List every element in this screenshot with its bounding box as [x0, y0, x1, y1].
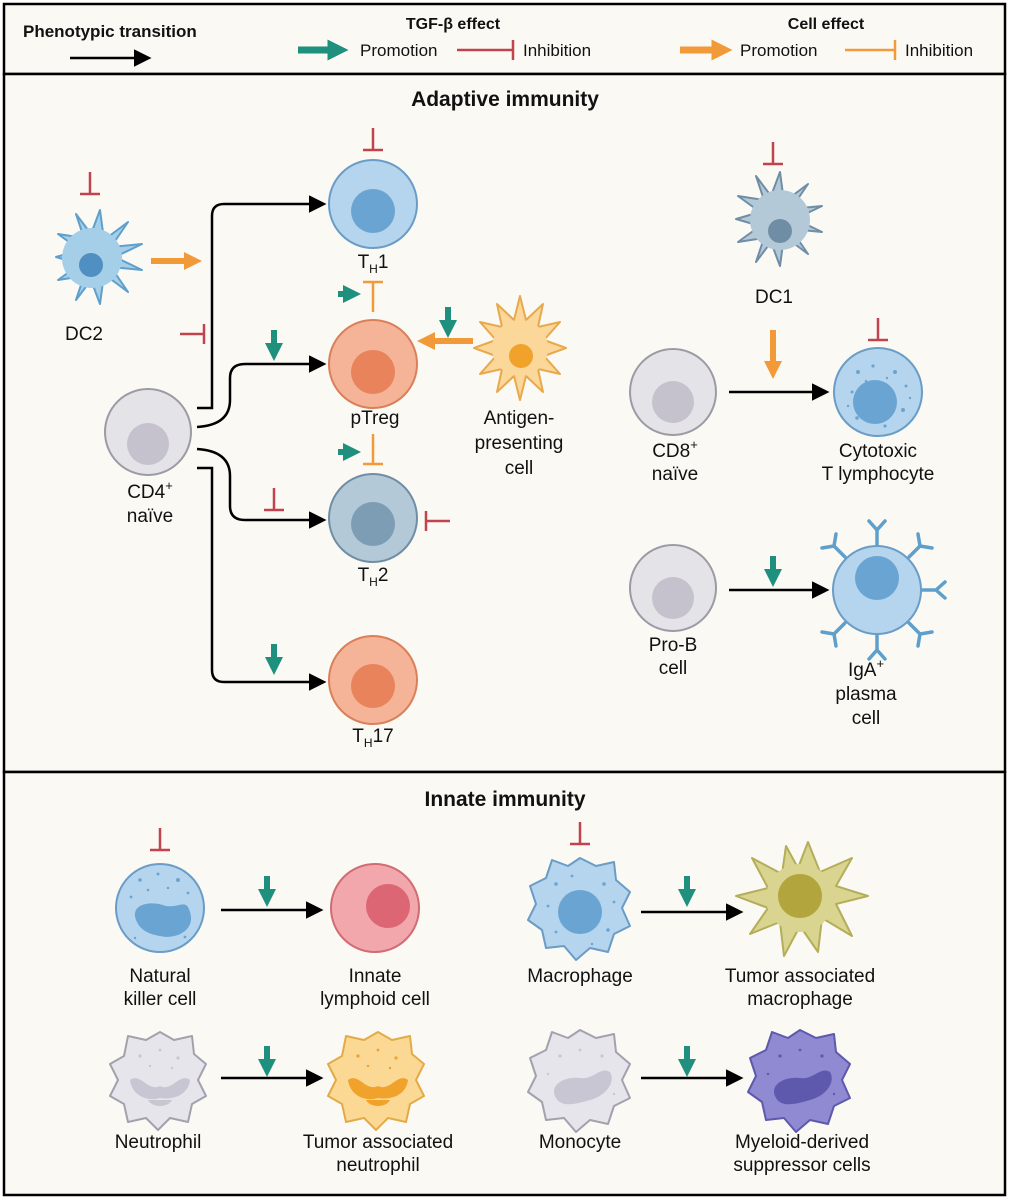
- iga-label-line2: plasma: [835, 684, 897, 705]
- pro-b-cell: [629, 544, 717, 632]
- monocyte-label: Monocyte: [539, 1132, 621, 1153]
- pro-b-label-line2: cell: [659, 658, 688, 679]
- legend-tgf-promotion-label: Promotion: [360, 41, 437, 60]
- apc-cell: [473, 295, 567, 401]
- dc1-label: DC1: [755, 287, 793, 308]
- cd4-to-th17-arrow: [197, 466, 327, 691]
- monocyte-cell: [527, 1029, 631, 1133]
- tan-label-line1: Tumor associated: [303, 1132, 453, 1153]
- legend-phenotypic-label: Phenotypic transition: [23, 22, 197, 41]
- ctl-cell: [833, 347, 923, 437]
- macrophage-cell: [527, 857, 631, 961]
- th17-label: TH17: [352, 726, 393, 750]
- legend: Phenotypic transition TGF-β effect Promo…: [2, 2, 1007, 76]
- legend-cell-promotion-label: Promotion: [740, 41, 817, 60]
- ctl-inhibition-symbol: [868, 318, 888, 342]
- legend-cell-inhibition-label: Inhibition: [905, 41, 973, 60]
- tam-label-line2: macrophage: [747, 989, 853, 1010]
- ctl-label-line1: Cytotoxic: [839, 441, 917, 462]
- dc2-label: DC2: [65, 324, 103, 345]
- cd4-to-ptreg-arrow: [196, 355, 327, 429]
- th17-cell: [328, 635, 418, 725]
- cd4-to-th1-arrow: [197, 195, 327, 410]
- ilc-label-line2: lymphoid cell: [320, 989, 430, 1010]
- th2-label: TH2: [358, 565, 389, 589]
- apc-label-line3: cell: [505, 458, 534, 479]
- pro-b-label-line1: Pro-B: [649, 635, 698, 656]
- dc2-cell: [55, 209, 143, 305]
- th1-label: TH1: [358, 252, 389, 276]
- neutrophil-label: Neutrophil: [115, 1132, 202, 1153]
- ptreg-inhibits-th1-symbol: [363, 280, 383, 312]
- mdsc-label-line1: Myeloid-derived: [735, 1132, 869, 1153]
- cd4-naive-label-line2: naïve: [127, 506, 173, 527]
- cd4-naive-label: CD4+: [127, 478, 173, 503]
- iga-label-line3: cell: [852, 708, 881, 729]
- cd4-naive-cell: [104, 388, 192, 476]
- nk-cell: [115, 863, 205, 953]
- mdsc-cell: [747, 1029, 851, 1133]
- legend-cell-title: Cell effect: [788, 16, 865, 33]
- legend-tgf-title: TGF-β effect: [406, 16, 501, 33]
- tgf-inhibits-th2-symbol: [264, 488, 284, 512]
- dc1-cell: [735, 171, 823, 267]
- legend-tgf-inhibition-label: Inhibition: [523, 41, 591, 60]
- iga-label: IgA+: [848, 656, 884, 681]
- cd8-naive-label-line2: naïve: [652, 464, 698, 485]
- ctl-label-line2: T lymphocyte: [822, 464, 935, 485]
- nk-label-line1: Natural: [129, 966, 190, 987]
- ilc-label-line1: Innate: [349, 966, 402, 987]
- cd8-naive-cell: [629, 348, 717, 436]
- cd4-to-th2-arrow: [196, 447, 327, 529]
- ptreg-cell: [328, 319, 418, 409]
- innate-title: Innate immunity: [424, 788, 585, 811]
- adaptive-title: Adaptive immunity: [411, 88, 599, 111]
- dc1-inhibition-symbol: [763, 142, 783, 166]
- dc2-inhibition-symbol: [80, 172, 100, 196]
- nk-inhibition-symbol: [150, 828, 170, 852]
- cd8-naive-label: CD8+: [652, 437, 698, 462]
- cd4-transition-arrows: [196, 195, 327, 691]
- ilc-cell: [330, 863, 420, 953]
- nk-label-line2: killer cell: [124, 989, 197, 1010]
- th2-inhibition-symbol: [424, 511, 450, 531]
- iga-plasma-cell: [820, 519, 947, 661]
- legend-cell-inhibition-symbol: [845, 40, 897, 60]
- macrophage-label: Macrophage: [527, 966, 633, 987]
- th1-cell: [328, 159, 418, 249]
- th2-cell: [328, 473, 418, 563]
- innate-panel: Innate immunity Natural killer cell Inna…: [2, 770, 1007, 1197]
- tam-label-line1: Tumor associated: [725, 966, 875, 987]
- apc-label-line1: Antigen-: [484, 408, 555, 429]
- neutrophil-cell: [109, 1031, 207, 1131]
- ptreg-inhibits-th2-symbol: [363, 434, 383, 466]
- dc2-th1-inhibition-symbol: [180, 324, 206, 344]
- adaptive-panel: Adaptive immunity DC2 CD4+ naïve: [2, 72, 1007, 774]
- th1-inhibition-symbol: [363, 128, 383, 152]
- ptreg-label: pTreg: [351, 408, 400, 429]
- macrophage-inhibition-symbol: [570, 822, 590, 846]
- legend-tgf-inhibition-symbol: [457, 40, 515, 60]
- mdsc-label-line2: suppressor cells: [733, 1155, 870, 1176]
- tan-cell: [327, 1031, 425, 1131]
- tan-label-line2: neutrophil: [336, 1155, 419, 1176]
- tam-cell: [735, 841, 869, 957]
- apc-label-line2: presenting: [475, 433, 564, 454]
